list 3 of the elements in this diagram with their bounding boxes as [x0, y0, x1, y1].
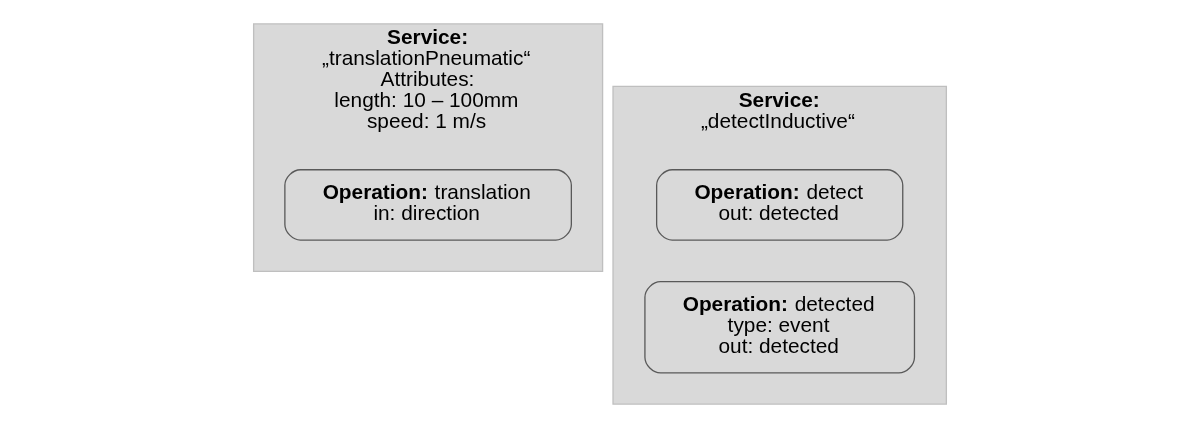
node-box: Operation: detected type: event out: detected	[644, 281, 916, 374]
node-box: Operation: detect out: detected	[656, 169, 904, 241]
node-box: Operation: translation in: direction	[284, 169, 572, 241]
